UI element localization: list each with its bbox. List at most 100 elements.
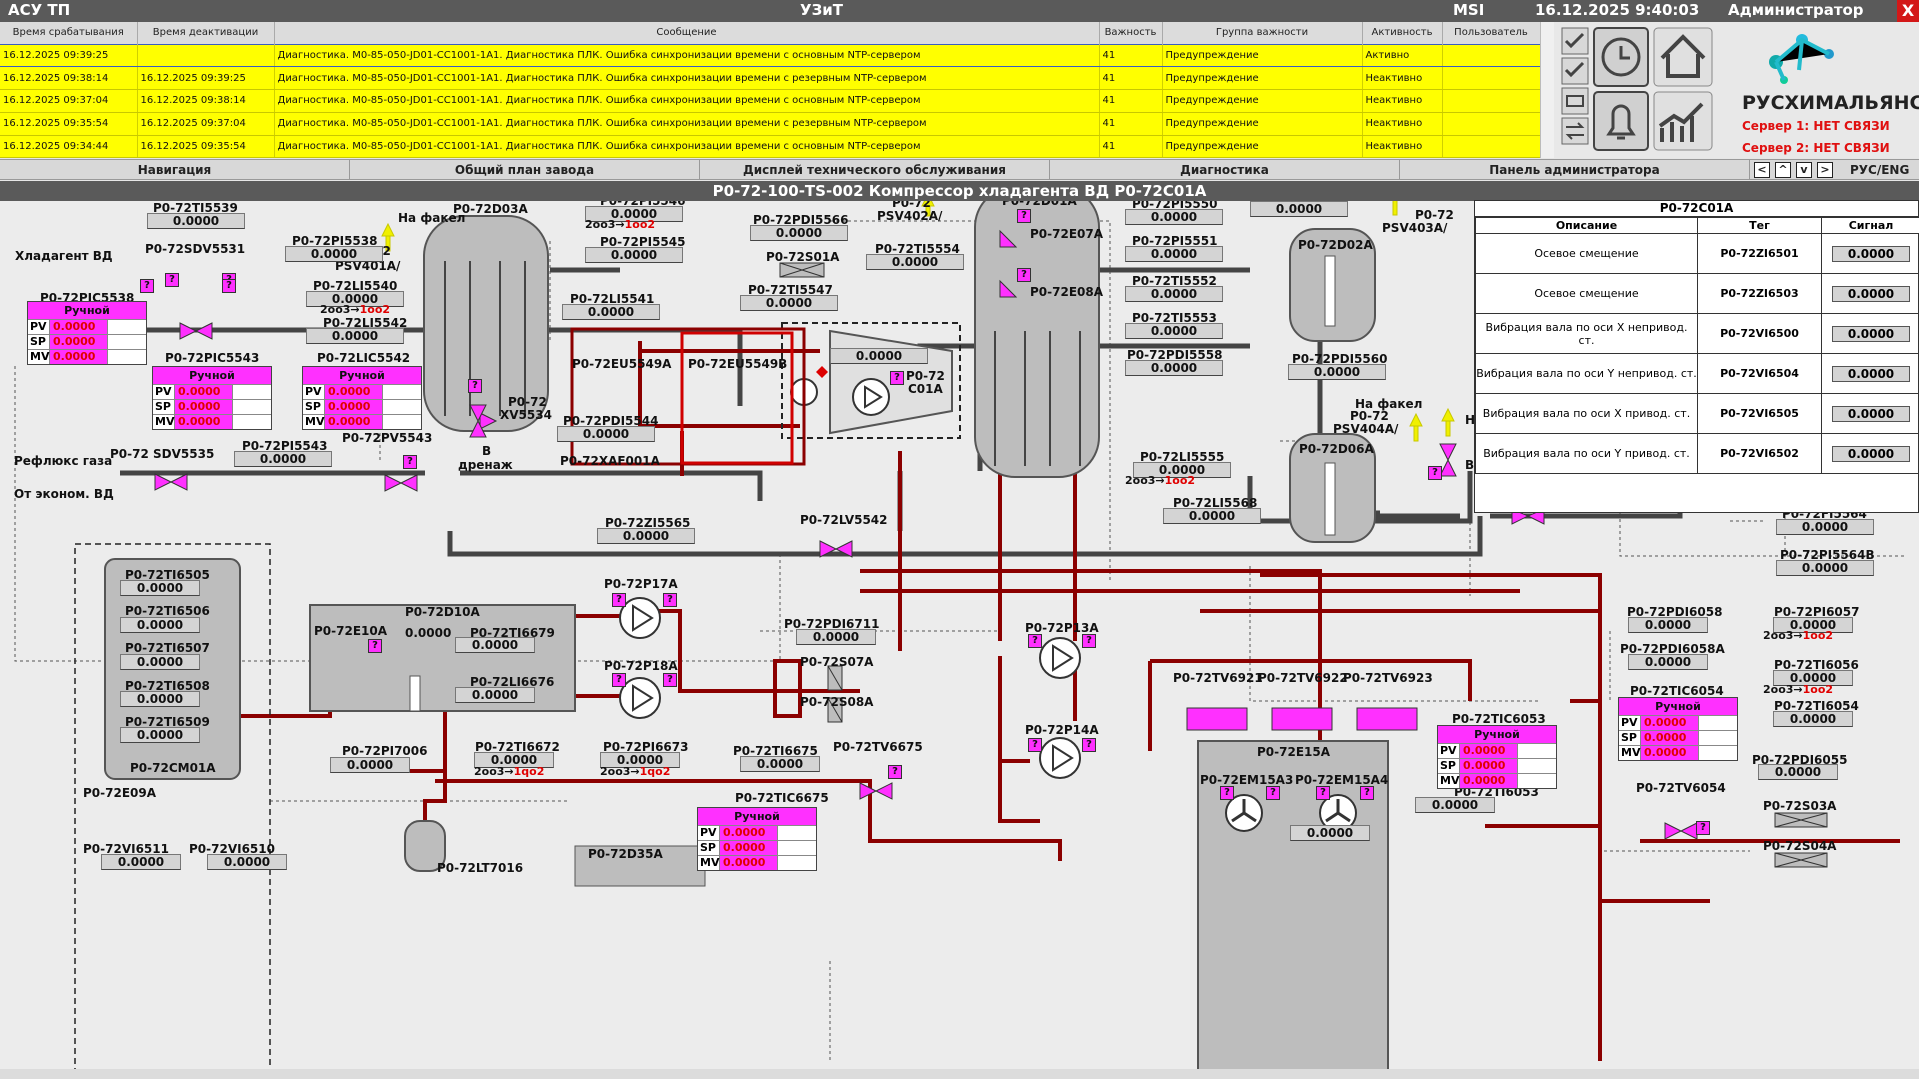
status-button[interactable]: ? — [663, 673, 677, 687]
status-button[interactable]: ? — [1428, 466, 1442, 480]
value-compval[interactable]: 0.0000 — [830, 348, 928, 364]
status-button[interactable]: ? — [1082, 634, 1096, 648]
status-button[interactable]: ? — [403, 455, 417, 469]
signal-value[interactable]: 0.0000 — [1832, 245, 1910, 262]
status-button[interactable]: ? — [222, 279, 236, 293]
status-button[interactable]: ? — [612, 593, 626, 607]
status-button[interactable]: ? — [1316, 786, 1330, 800]
alarm-col-0[interactable]: Время срабатывания — [0, 22, 138, 44]
value-box[interactable]: 0.0000 — [120, 691, 200, 707]
value-box[interactable]: 0.0000 — [1773, 617, 1853, 633]
value-box[interactable]: 0.0000 — [330, 757, 410, 773]
value-ti5552v[interactable]: 0.0000 — [1125, 286, 1223, 302]
value-pdi5560v[interactable]: 0.0000 — [1288, 364, 1386, 380]
alarm-col-6[interactable]: Пользователь — [1442, 22, 1541, 44]
value-box[interactable]: 0.0000 — [455, 687, 535, 703]
status-button[interactable]: ? — [612, 673, 626, 687]
value-box[interactable]: 0.0000 — [120, 580, 200, 596]
value-pdi5566v[interactable]: 0.0000 — [750, 225, 848, 241]
value-box[interactable]: 0.0000 — [1415, 797, 1495, 813]
alarm-scrollbar[interactable] — [1540, 22, 1554, 158]
signal-value[interactable]: 0.0000 — [1832, 365, 1910, 382]
status-button[interactable]: ? — [663, 593, 677, 607]
value-pdi5558v[interactable]: 0.0000 — [1125, 360, 1223, 376]
status-button[interactable]: ? — [1082, 738, 1096, 752]
value-pi5546v[interactable]: 0.0000 — [585, 206, 683, 222]
value-box[interactable]: 0.0000 — [120, 727, 200, 743]
value-box[interactable]: 0.0000 — [120, 654, 200, 670]
value-box[interactable]: 0.0000 — [600, 752, 680, 768]
value-pi5551v[interactable]: 0.0000 — [1125, 246, 1223, 262]
value-pi5564bv[interactable]: 0.0000 — [1776, 560, 1874, 576]
value-pi5545v[interactable]: 0.0000 — [585, 247, 683, 263]
value-box[interactable]: 0.0000 — [455, 637, 535, 653]
value-box[interactable]: 0.0000 — [101, 854, 181, 870]
status-button[interactable]: ? — [368, 639, 382, 653]
value-li5542v[interactable]: 0.0000 — [306, 328, 404, 344]
value-zi5565v[interactable]: 0.0000 — [597, 528, 695, 544]
nav-maintenance-display[interactable]: Дисплей технического обслуживания — [700, 160, 1050, 180]
value-box[interactable]: 0.0000 — [740, 756, 820, 772]
status-button[interactable]: ? — [1696, 821, 1710, 835]
value-pi5543v[interactable]: 0.0000 — [234, 451, 332, 467]
status-button[interactable]: ? — [890, 371, 904, 385]
value-li5540v[interactable]: 0.0000 — [306, 291, 404, 307]
signal-value[interactable]: 0.0000 — [1832, 325, 1910, 342]
status-button[interactable]: ? — [468, 379, 482, 393]
value-box[interactable]: 0.0000 — [1628, 654, 1708, 670]
value-ti5553v[interactable]: 0.0000 — [1125, 323, 1223, 339]
value-li5541v[interactable]: 0.0000 — [562, 304, 660, 320]
nav-up-button[interactable]: ^ — [1775, 162, 1791, 178]
nav-diagnostics[interactable]: Диагностика — [1050, 160, 1400, 180]
value-box[interactable]: 0.0000 — [207, 854, 287, 870]
alarm-col-2[interactable]: Сообщение — [274, 22, 1100, 44]
alarm-col-3[interactable]: Важность — [1099, 22, 1163, 44]
value-box[interactable]: 0.0000 — [1758, 764, 1838, 780]
status-button[interactable]: ? — [1017, 209, 1031, 223]
value-box[interactable]: 0.0000 — [474, 752, 554, 768]
status-button[interactable]: ? — [140, 279, 154, 293]
value-pi5538v[interactable]: 0.0000 — [285, 246, 383, 262]
nav-right-button[interactable]: > — [1817, 162, 1833, 178]
value-box[interactable]: 0.0000 — [1628, 617, 1708, 633]
status-button[interactable]: ? — [1028, 634, 1042, 648]
status-button[interactable]: ? — [1266, 786, 1280, 800]
value-ti5547v[interactable]: 0.0000 — [740, 295, 838, 311]
value-li5555v[interactable]: 0.0000 — [1133, 462, 1231, 478]
value-box[interactable]: 0.0000 — [1773, 670, 1853, 686]
signal-value[interactable]: 0.0000 — [1832, 285, 1910, 302]
nav-plant-overview[interactable]: Общий план завода — [350, 160, 700, 180]
value-box[interactable]: 0.0000 — [1773, 711, 1853, 727]
lang-toggle[interactable]: РУС/ENG — [1850, 163, 1910, 177]
signal-value[interactable]: 0.0000 — [1832, 405, 1910, 422]
status-button[interactable]: ? — [888, 765, 902, 779]
value-li5567v[interactable]: 0.0000 — [1250, 201, 1348, 217]
alarm-col-1[interactable]: Время деактивации — [137, 22, 275, 44]
value-fi5564v[interactable]: 0.0000 — [1776, 519, 1874, 535]
value-box[interactable]: 0.0000 — [796, 629, 876, 645]
alarm-col-5[interactable]: Активность — [1362, 22, 1443, 44]
nav-navigation[interactable]: Навигация — [0, 160, 350, 180]
status-button[interactable]: ? — [1360, 786, 1374, 800]
status-button[interactable]: ? — [1028, 738, 1042, 752]
value-pi5550v[interactable]: 0.0000 — [1125, 209, 1223, 225]
signal-value[interactable]: 0.0000 — [1832, 445, 1910, 462]
value-li5568v[interactable]: 0.0000 — [1163, 508, 1261, 524]
status-button[interactable]: ? — [1220, 786, 1234, 800]
status-button[interactable]: ? — [165, 273, 179, 287]
nav-left-button[interactable]: < — [1754, 162, 1770, 178]
value-ti5554v[interactable]: 0.0000 — [866, 254, 964, 270]
value-ti5539v[interactable]: 0.0000 — [147, 213, 245, 229]
alarm-col-4[interactable]: Группа важности — [1162, 22, 1363, 44]
value-pdi5544v[interactable]: 0.0000 — [557, 426, 655, 442]
